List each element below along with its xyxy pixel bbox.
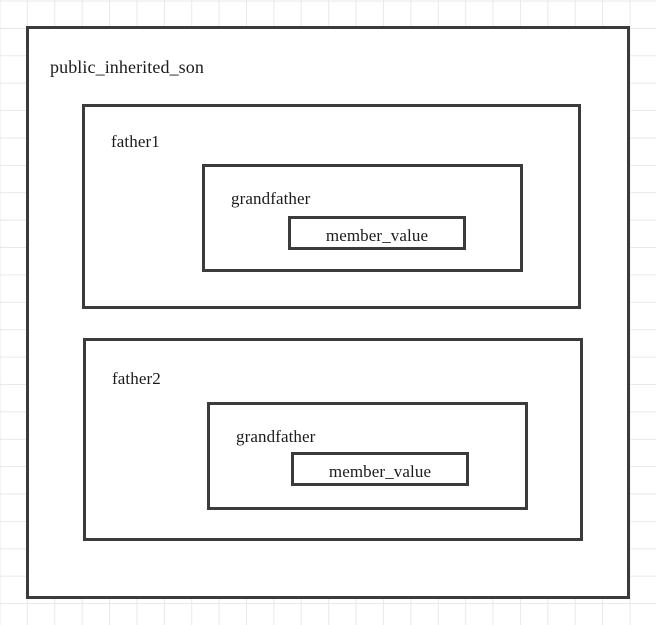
label-member-value-father2: member_value [328,462,432,481]
label-father2: father2 [112,369,161,388]
label-member-value-father1: member_value [325,226,429,245]
box-member-value-father2[interactable]: member_value [291,452,469,486]
box-grandfather-father1[interactable]: grandfather member_value [202,164,523,272]
box-public-inherited-son[interactable]: public_inherited_son father1 grandfather… [26,26,630,599]
box-father1[interactable]: father1 grandfather member_value [82,104,581,309]
label-grandfather-father1: grandfather [231,189,311,208]
label-grandfather-father2: grandfather [236,427,316,446]
box-member-value-father1[interactable]: member_value [288,216,466,250]
box-grandfather-father2[interactable]: grandfather member_value [207,402,528,510]
box-father2[interactable]: father2 grandfather member_value [83,338,583,541]
label-father1: father1 [111,132,160,151]
label-public-inherited-son: public_inherited_son [50,57,204,77]
